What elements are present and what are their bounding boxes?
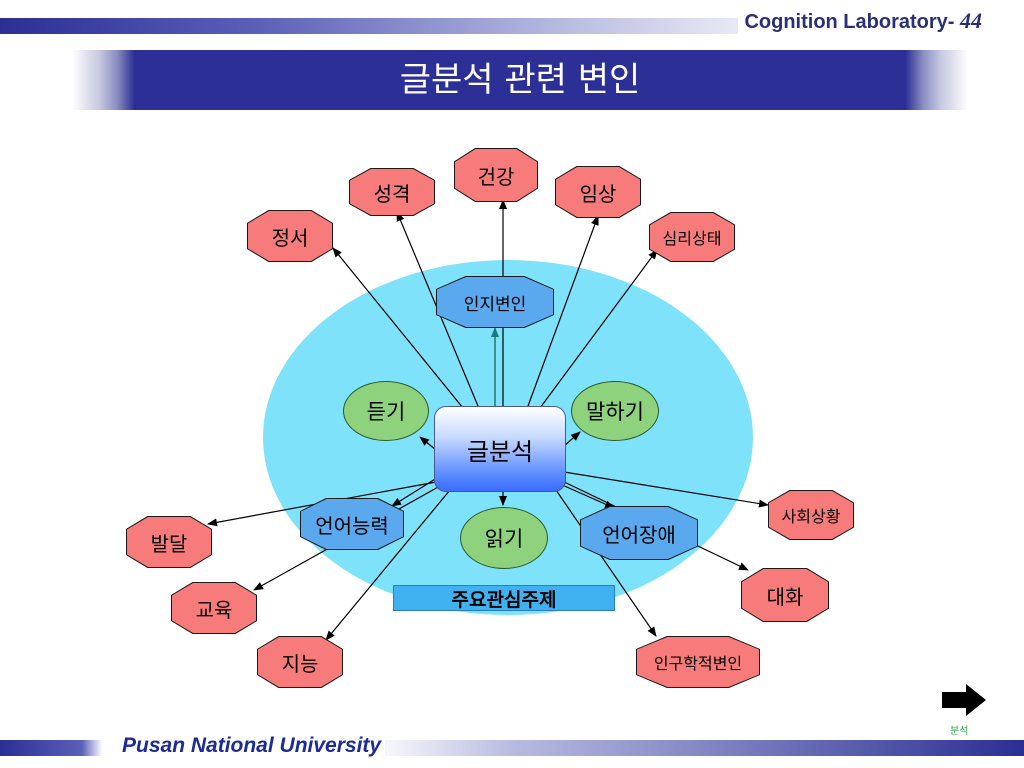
- arrow-to-intelligence: [325, 489, 451, 641]
- node-conversation: 대화: [741, 568, 829, 622]
- node-education: 교육: [171, 582, 257, 634]
- node-personality: 성격: [349, 168, 435, 216]
- university-name: Pusan National University: [118, 734, 386, 758]
- main-topics-label: 주요관심주제: [393, 585, 615, 611]
- page-number: 44: [960, 8, 982, 33]
- arrow-to-demographic: [555, 489, 657, 637]
- node-listening: 듣기: [343, 381, 429, 441]
- node-language-disorder: 언어장애: [580, 506, 698, 560]
- node-intelligence: 지능: [257, 636, 343, 688]
- title-band: [72, 50, 968, 110]
- node-psych-state: 심리상태: [649, 212, 735, 262]
- arrow-to-listening: [419, 436, 437, 451]
- node-reading: 읽기: [460, 507, 548, 569]
- node-language-ability: 언어능력: [300, 498, 404, 550]
- arrow-to-language-ability: [391, 475, 441, 507]
- page-title: 글분석 관련 변인: [399, 60, 641, 100]
- node-social-situation: 사회상황: [768, 490, 854, 540]
- node-clinical: 임상: [555, 166, 641, 218]
- node-demographic: 인구학적변인: [636, 636, 760, 688]
- arrow-to-psych-state: [539, 249, 658, 409]
- arrow-to-language-disorder: [559, 483, 615, 509]
- node-health: 건강: [454, 148, 538, 202]
- arrow-to-emotion: [332, 247, 464, 409]
- node-cognitive-variable: 인지변인: [436, 276, 554, 328]
- arrow-to-clinical: [527, 215, 599, 407]
- node-speaking: 말하기: [571, 381, 659, 441]
- node-emotion: 정서: [247, 210, 333, 262]
- arrow-to-speaking: [563, 431, 581, 447]
- header-label: Cognition Laboratory- 44: [738, 8, 982, 34]
- right-arrow-icon[interactable]: [940, 682, 988, 718]
- next-link-label[interactable]: 분석: [950, 726, 969, 737]
- arrow-to-social-situation: [563, 471, 769, 508]
- center-node-text-analysis: 글분석: [434, 406, 566, 492]
- node-development: 발달: [126, 516, 212, 568]
